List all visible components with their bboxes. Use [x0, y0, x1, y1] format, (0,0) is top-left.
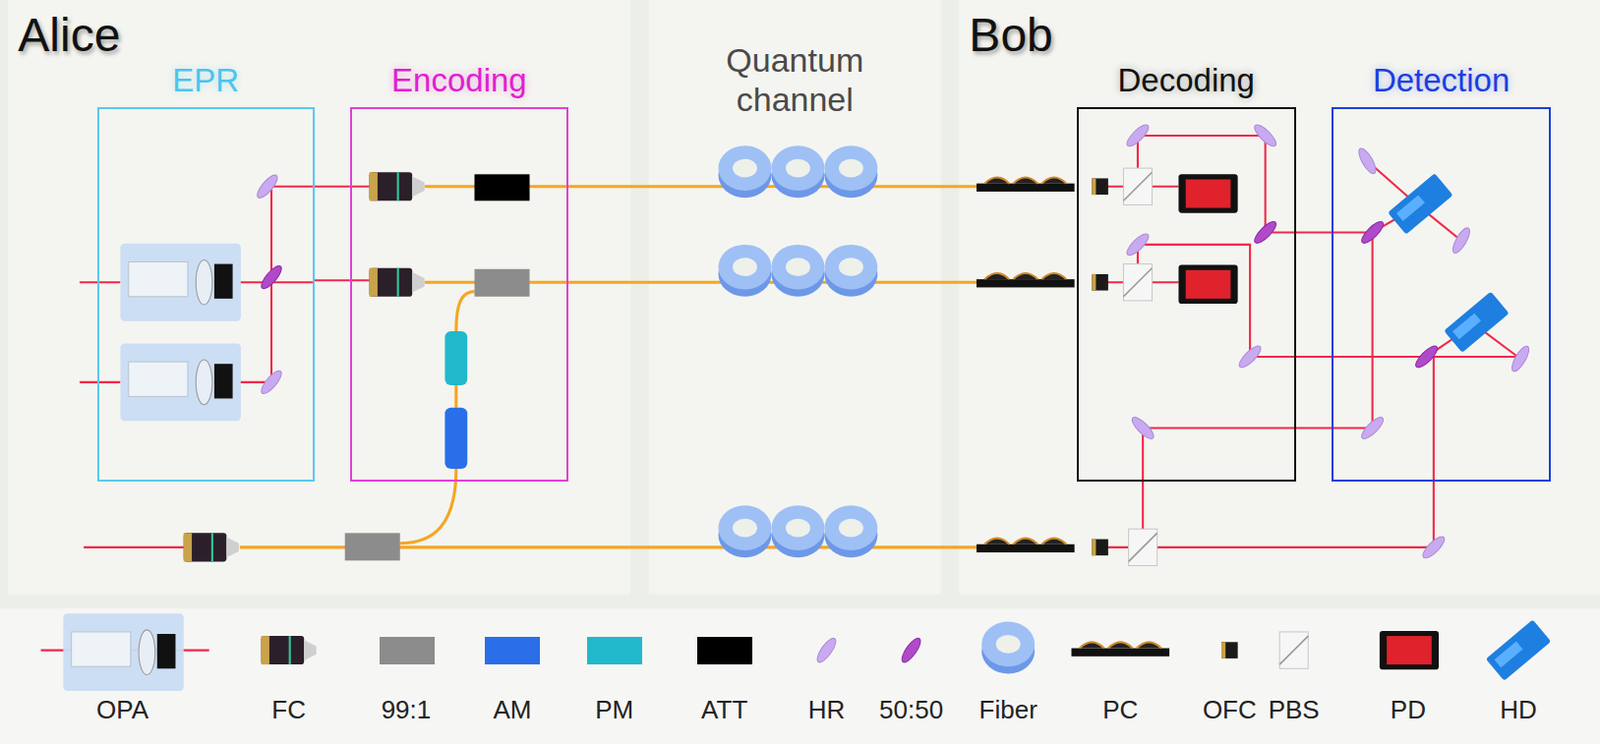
panel-title: Bob [968, 7, 1053, 62]
bob-panel: BobDecodingDetection [958, 0, 1600, 595]
legend-swatch [587, 637, 643, 665]
legend-label: 50:50 [879, 695, 944, 726]
legend-label: ATT [701, 695, 748, 726]
decoding-box: Decoding [1076, 107, 1297, 483]
laser-beam [1296, 231, 1332, 234]
legend-label: HD [1499, 695, 1538, 726]
region-title: EPR [172, 61, 239, 100]
legend-label: OFC [1202, 695, 1257, 726]
panel-title: Alice [17, 7, 120, 62]
legend-label: PD [1390, 695, 1426, 726]
legend-swatch [484, 637, 540, 665]
region-title: Decoding [1117, 61, 1254, 100]
laser-beam [314, 185, 351, 188]
detection-box: Detection [1331, 107, 1551, 483]
legend-label: HR [808, 695, 846, 726]
region-title: Encoding [391, 61, 528, 100]
channel-panel: Quantum channel [649, 0, 942, 595]
encoding-box: Encoding [350, 107, 569, 483]
epr-box: EPR [97, 107, 315, 483]
region-title: Detection [1372, 61, 1510, 100]
laser-beam [1296, 355, 1332, 358]
legend-label: FC [271, 695, 306, 726]
legend-label: OPA [96, 695, 149, 726]
legend-label: Fiber [979, 695, 1038, 726]
legend-swatch [697, 637, 753, 665]
legend-label: PM [594, 695, 634, 726]
laser-beam [314, 279, 351, 282]
legend-label: 99:1 [381, 695, 432, 726]
legend-label: PBS [1268, 695, 1320, 726]
panel-title: Quantum channel [668, 40, 922, 119]
legend-label: PC [1102, 695, 1138, 726]
alice-panel: AliceEPREncoding [7, 0, 631, 595]
legend-swatch [379, 637, 435, 665]
legend-label: AM [492, 695, 532, 726]
